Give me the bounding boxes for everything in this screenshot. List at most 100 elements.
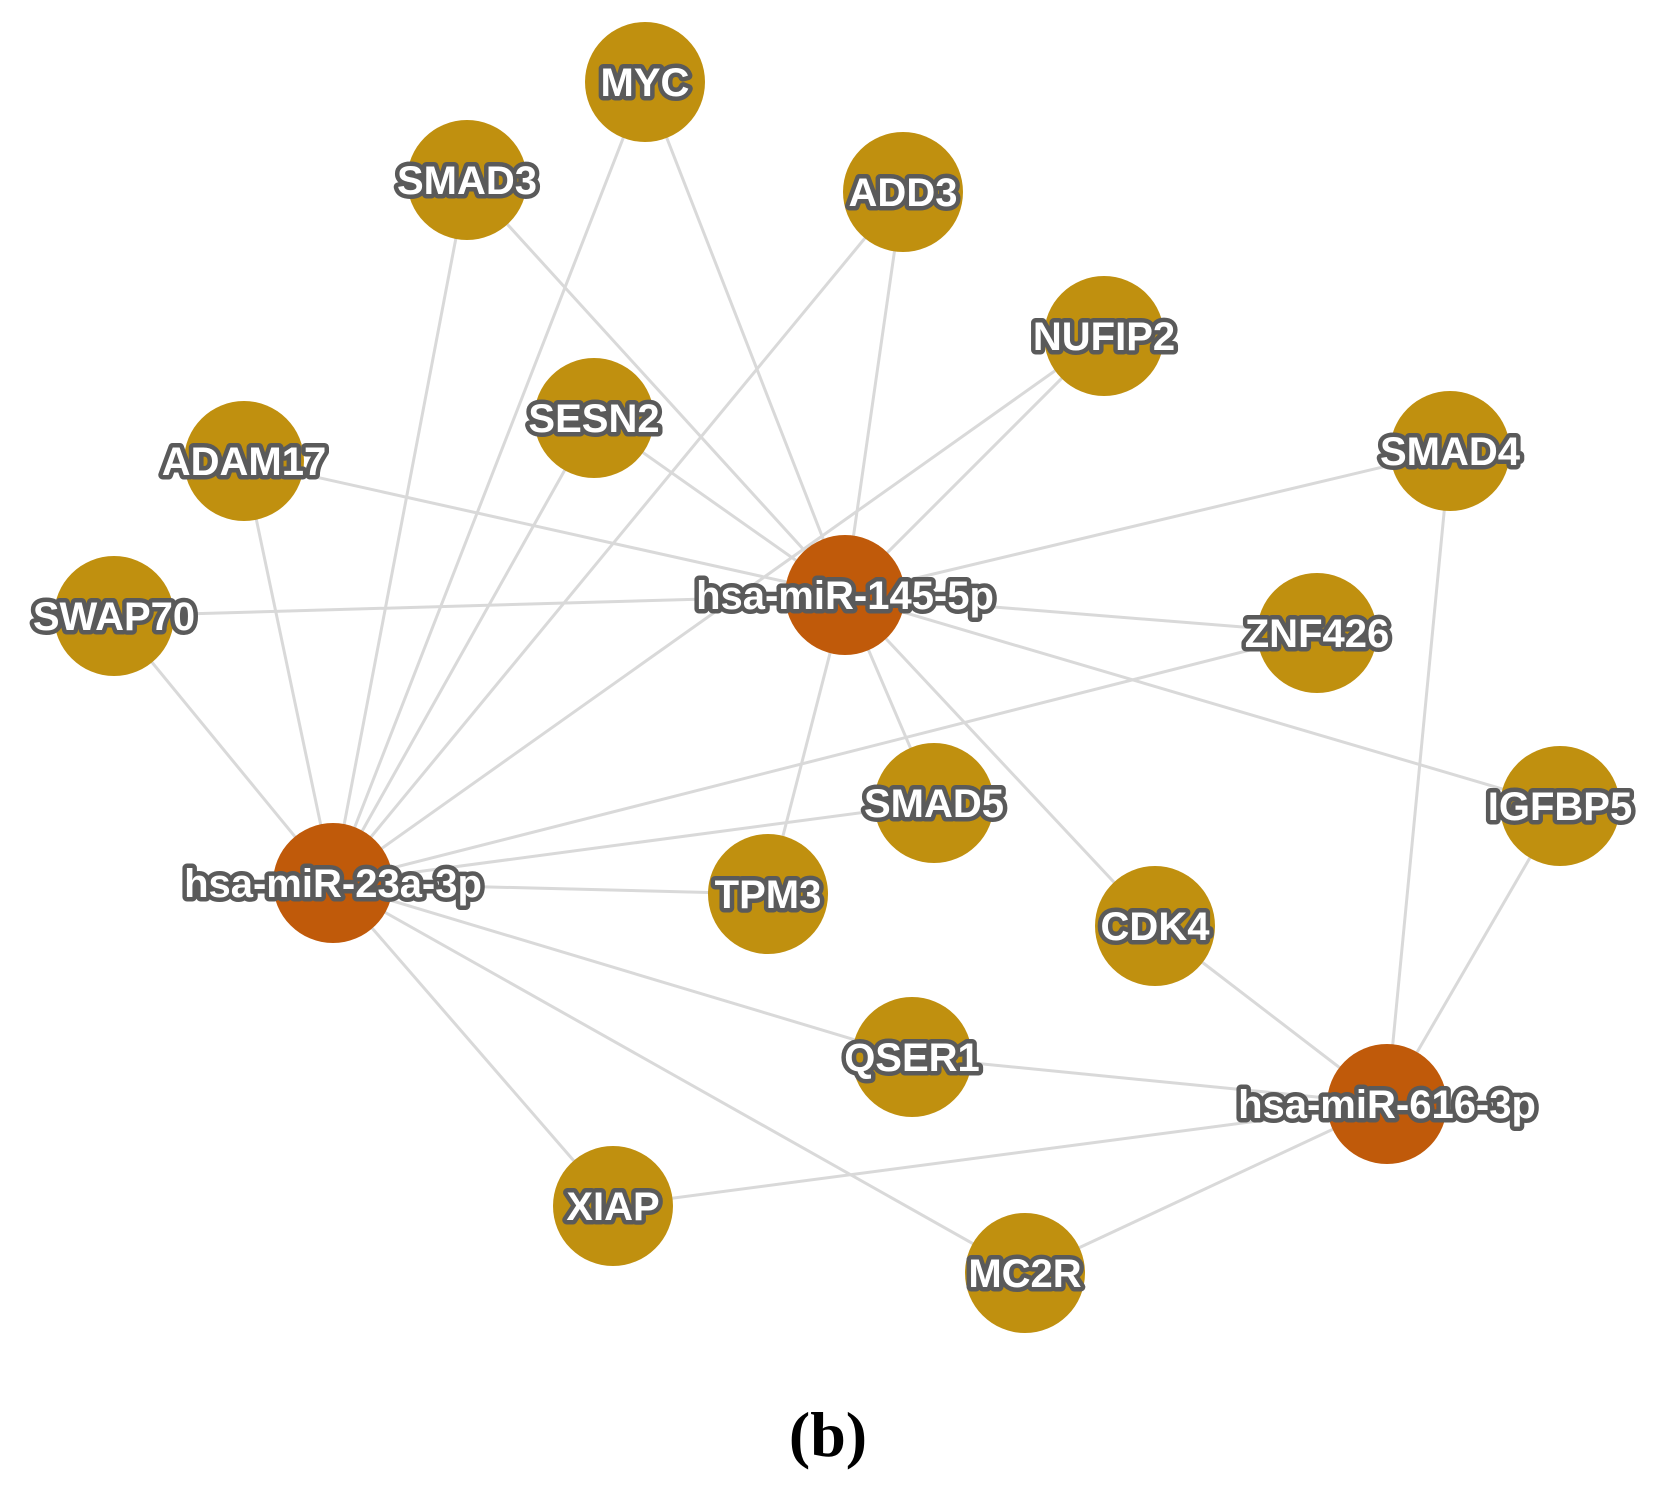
node-znf426 — [1257, 573, 1377, 693]
edge-miR23a-MYC — [331, 81, 647, 884]
node-label-text: SMAD4 — [1380, 430, 1521, 474]
edge-miR145-ADAM17 — [243, 459, 846, 597]
node-label-text: QSER1 — [844, 1036, 980, 1080]
node-label-outline: hsa-miR-145-5p — [696, 574, 994, 618]
node-label-outline: NUFIP2 — [1033, 315, 1175, 359]
panel-caption: (b) — [788, 1399, 868, 1470]
node-mir23a — [273, 823, 393, 943]
node-label-outline: TPM3 — [715, 873, 822, 917]
edge-miR23a-NUFIP2 — [332, 334, 1105, 885]
node-add3 — [843, 132, 963, 252]
edge-miR616-MC2R — [1024, 1102, 1388, 1275]
edge-miR23a-SMAD5 — [332, 801, 935, 885]
node-label-text: XIAP — [566, 1185, 659, 1229]
node-label-outline: MYC — [601, 61, 690, 105]
node-label-text: SWAP70 — [33, 595, 195, 639]
node-label-outline: hsa-miR-23a-3p — [184, 862, 482, 906]
node-mir145 — [785, 535, 905, 655]
edge-miR23a-ADAM17 — [242, 460, 335, 884]
node-label-outline: MC2R — [968, 1252, 1081, 1296]
node-mc2r — [965, 1213, 1085, 1333]
node-swap70 — [54, 556, 174, 676]
edge-miR23a-MC2R — [332, 881, 1026, 1275]
node-label-outline: SMAD3 — [397, 159, 537, 203]
edge-miR145-MYC — [643, 81, 847, 596]
node-tpm3 — [708, 834, 828, 954]
edge-miR145-SWAP70 — [113, 593, 846, 618]
node-label-text: NUFIP2 — [1033, 315, 1175, 359]
node-label-text: hsa-miR-616-3p — [1238, 1083, 1536, 1127]
node-label-outline: SESN2 — [528, 397, 659, 441]
node-label-text: hsa-miR-23a-3p — [184, 862, 482, 906]
edge-miR145-CDK4 — [843, 593, 1157, 928]
node-label-outline: hsa-miR-616-3p — [1238, 1083, 1536, 1127]
node-cdk4 — [1095, 866, 1215, 986]
node-label-text: MC2R — [968, 1252, 1081, 1296]
node-smad3 — [407, 120, 527, 240]
node-smad4 — [1390, 391, 1510, 511]
node-label-text: CDK4 — [1101, 905, 1211, 949]
edge-miR23a-SESN2 — [331, 417, 596, 884]
edge-miR616-SMAD4 — [1385, 450, 1452, 1105]
node-qser1 — [852, 997, 972, 1117]
edge-miR23a-ADD3 — [331, 191, 905, 884]
node-label-outline: CDK4 — [1101, 905, 1211, 949]
edge-miR616-QSER1 — [911, 1055, 1388, 1106]
edge-miR145-IGFBP5 — [844, 593, 1561, 808]
edge-miR145-ZNF426 — [844, 593, 1318, 635]
edge-miR23a-XIAP — [331, 882, 615, 1207]
edge-miR145-SMAD4 — [844, 449, 1451, 597]
node-xiap — [553, 1146, 673, 1266]
edge-miR23a-ZNF426 — [332, 631, 1318, 885]
node-label-text: SESN2 — [528, 397, 659, 441]
node-label-text: TPM3 — [715, 873, 822, 917]
node-smad5 — [874, 743, 994, 863]
node-label-outline: SWAP70 — [33, 595, 195, 639]
node-label-outline: IGFBP5 — [1488, 785, 1632, 829]
edge-miR23a-SMAD3 — [331, 179, 469, 884]
node-sesn2 — [534, 358, 654, 478]
node-igfbp5 — [1500, 746, 1620, 866]
edge-miR23a-TPM3 — [332, 881, 769, 896]
node-label-text: SMAD5 — [864, 782, 1004, 826]
node-label-text: SMAD3 — [397, 159, 537, 203]
node-label-text: hsa-miR-145-5p — [696, 574, 994, 618]
edge-miR145-NUFIP2 — [843, 334, 1106, 597]
node-label-outline: ZNF426 — [1245, 612, 1390, 656]
node-label-outline: QSER1 — [844, 1036, 980, 1080]
node-label-outline: ADAM17 — [162, 440, 326, 484]
node-label-text: ADAM17 — [162, 440, 326, 484]
node-mir616 — [1327, 1044, 1447, 1164]
edge-miR145-ADD3 — [843, 191, 905, 596]
node-myc — [585, 22, 705, 142]
edge-miR145-SMAD3 — [465, 178, 847, 597]
node-label-outline: SMAD4 — [1380, 430, 1521, 474]
node-label-text: ZNF426 — [1245, 612, 1390, 656]
edge-miR616-XIAP — [612, 1102, 1388, 1208]
node-label-text: MYC — [601, 61, 690, 105]
node-adam17 — [184, 401, 304, 521]
node-label-outline: ADD3 — [849, 171, 958, 215]
node-label-text: IGFBP5 — [1488, 785, 1632, 829]
node-label-text: ADD3 — [849, 171, 958, 215]
